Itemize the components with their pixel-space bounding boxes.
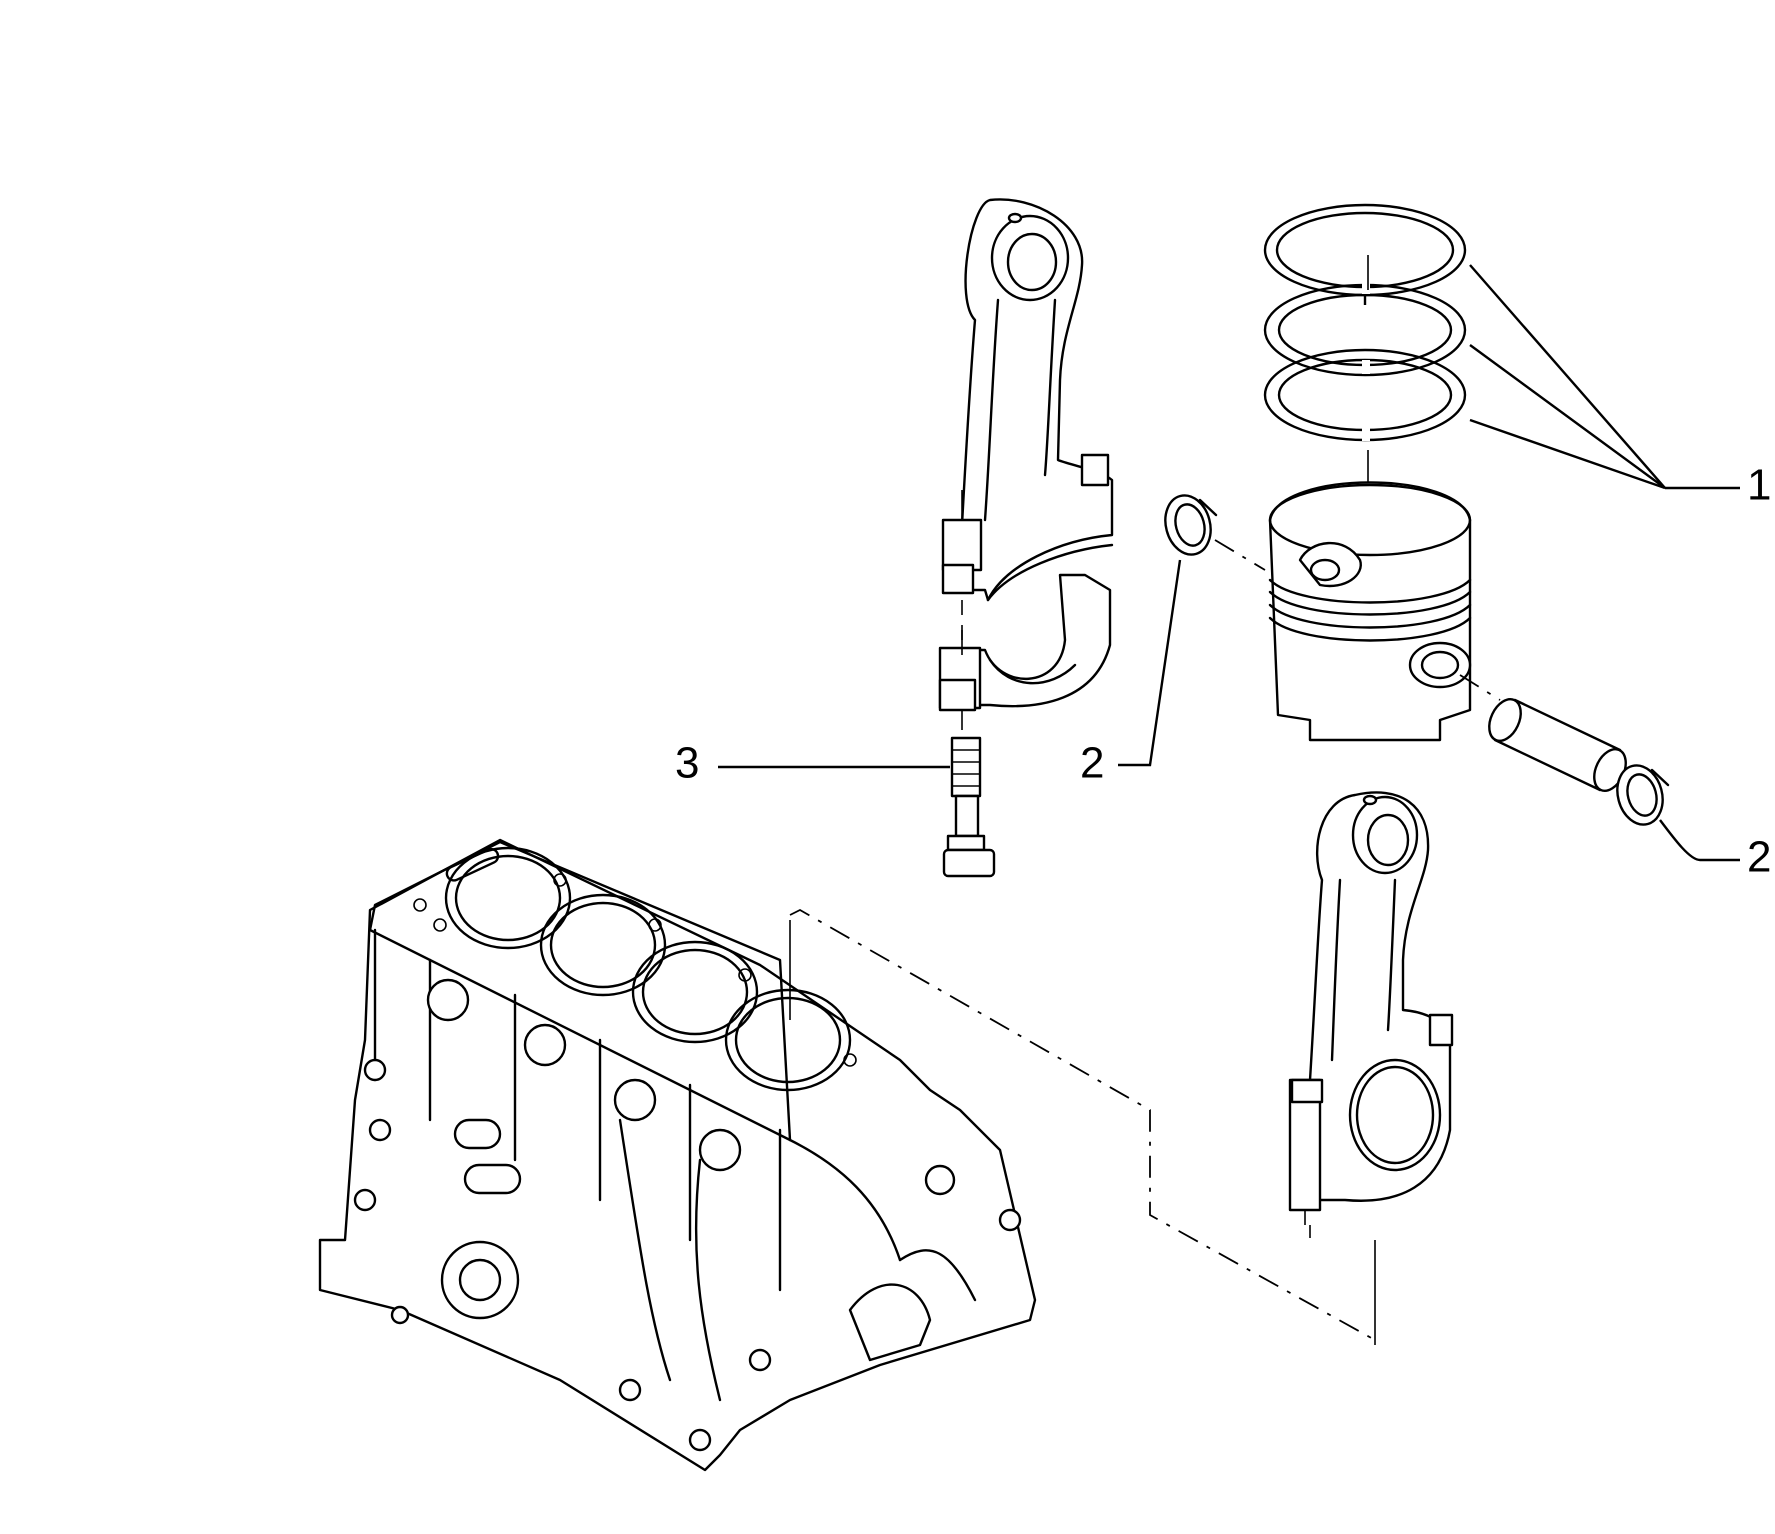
leader-2-left	[1118, 559, 1182, 767]
bearing-cap	[938, 573, 1112, 730]
circlip-left	[1164, 494, 1266, 571]
leader-1	[1469, 264, 1740, 490]
engine-block	[318, 838, 1037, 1472]
piston	[1268, 481, 1472, 742]
assembly-path	[789, 908, 1376, 1341]
connecting-rod-upper	[941, 198, 1114, 640]
callout-label-2-right: 2	[1747, 833, 1771, 882]
con-rod-bolt	[942, 736, 996, 878]
callout-label-3: 3	[675, 739, 699, 788]
piston-rings	[1263, 203, 1467, 520]
circlip-right	[1616, 764, 1670, 826]
connecting-rod-assembled	[1288, 791, 1454, 1345]
leader-2-right	[1659, 819, 1740, 862]
callout-label-2-left: 2	[1080, 739, 1104, 788]
callout-label-1: 1	[1747, 461, 1771, 510]
piston-pin	[1459, 674, 1627, 792]
